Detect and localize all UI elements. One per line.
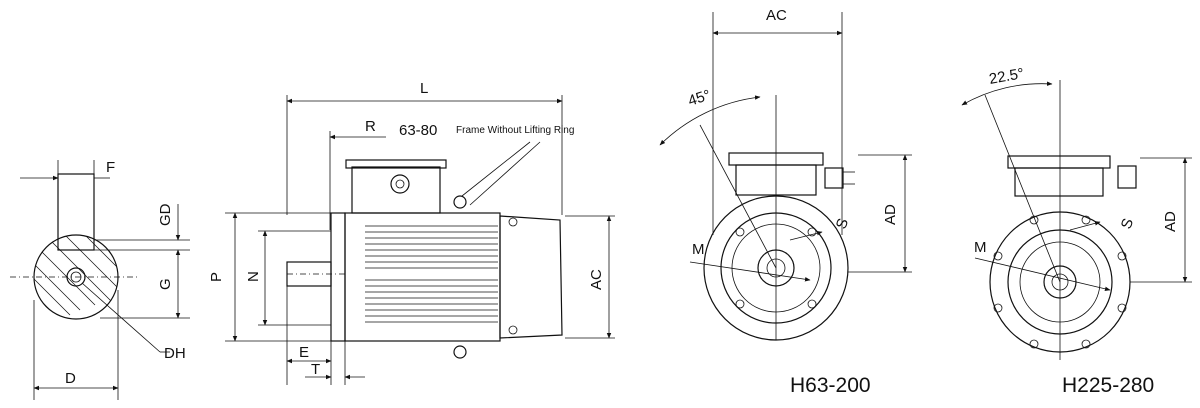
lifting-ring-top (453, 195, 467, 209)
label-GD: GD (157, 203, 174, 226)
flange-plate (330, 212, 346, 342)
label-S-small: S (833, 216, 852, 231)
shaft-hatching (34, 235, 118, 319)
cable-gland (390, 174, 410, 194)
label-angle-22-5: 22.5° (988, 65, 1026, 88)
label-E: E (299, 344, 309, 361)
label-DH: DH (164, 345, 186, 362)
fan-cover (499, 215, 563, 339)
note-frame-range: 63-80 (399, 122, 437, 139)
label-N: N (245, 271, 262, 282)
label-L: L (420, 80, 428, 97)
caption-h63-200: H63-200 (790, 374, 871, 397)
shaft-hub (757, 249, 795, 287)
note-lifting-ring: Frame Without Lifting Ring (456, 125, 574, 136)
label-M-small: M (692, 241, 705, 258)
label-R: R (365, 118, 376, 135)
front-view-h63-200: AC 45° AD S M H63-200 (659, 7, 912, 397)
cable-gland-front (824, 167, 844, 189)
flange-circle (703, 195, 849, 341)
label-D: D (65, 370, 76, 387)
label-T: T (311, 361, 320, 378)
label-AD-large: AD (1162, 211, 1179, 232)
lifting-ring-bottom (453, 345, 467, 359)
label-AC-top: AC (766, 7, 787, 24)
label-AD-small: AD (882, 204, 899, 225)
label-F: F (106, 159, 115, 176)
cooling-fins (365, 225, 498, 323)
front-view-h225-280: 22.5° AD S M H225-280 (961, 65, 1192, 397)
cable-gland-large (1117, 165, 1137, 189)
label-AC-side: AC (588, 269, 605, 290)
label-S-large: S (1118, 216, 1137, 231)
label-angle-45: 45° (686, 87, 713, 110)
side-view: L R 63-80 Frame Without Lifting Ring P N (208, 80, 615, 385)
caption-h225-280: H225-280 (1062, 374, 1154, 397)
label-M-large: M (974, 239, 987, 256)
shaft-end-view: F GD G DH D (10, 159, 190, 400)
terminal-box (351, 166, 441, 214)
shaft-key (57, 173, 95, 251)
terminal-box-large (1014, 167, 1104, 197)
label-P: P (208, 272, 225, 282)
label-G: G (157, 278, 174, 290)
